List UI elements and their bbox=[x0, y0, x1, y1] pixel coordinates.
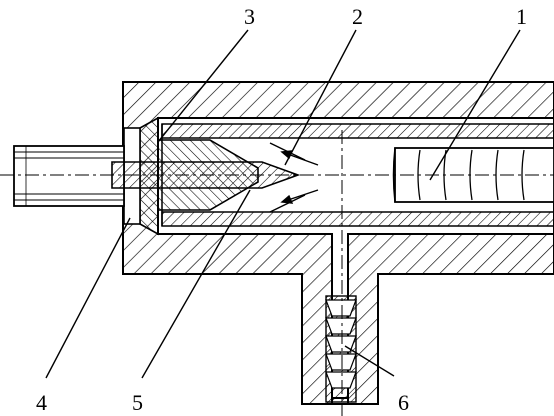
label-2: 2 bbox=[352, 4, 363, 29]
feed-pipe bbox=[13, 145, 125, 207]
centerlines bbox=[0, 130, 554, 416]
leader-lines bbox=[45, 29, 521, 379]
label-3: 3 bbox=[244, 4, 255, 29]
label-5: 5 bbox=[132, 390, 143, 415]
label-1: 1 bbox=[516, 4, 527, 29]
label-4: 4 bbox=[36, 390, 47, 415]
flow-arrows bbox=[269, 142, 319, 213]
spring-stack bbox=[325, 295, 357, 403]
label-6: 6 bbox=[398, 390, 409, 415]
